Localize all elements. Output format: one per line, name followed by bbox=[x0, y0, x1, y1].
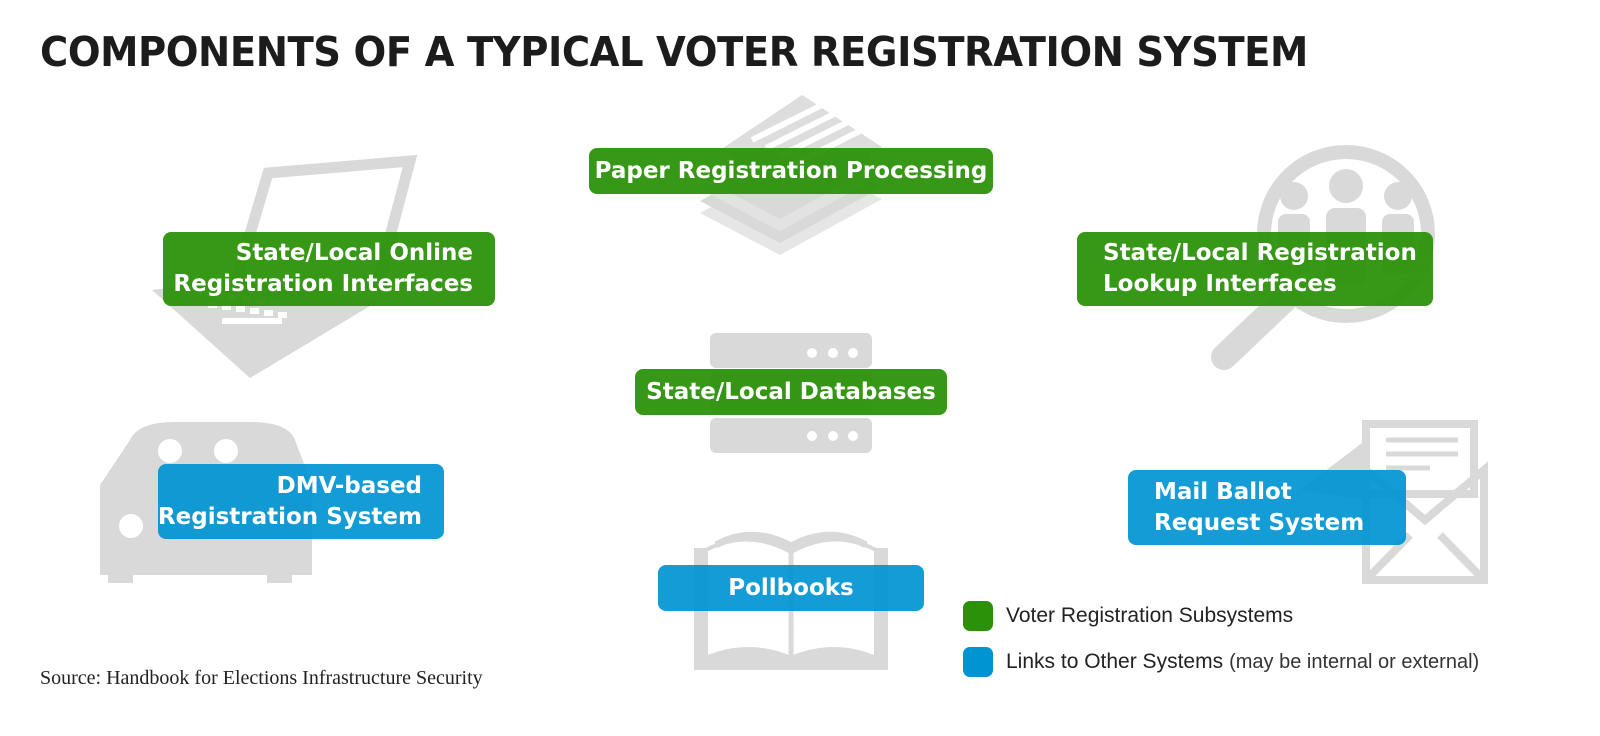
page-title: COMPONENTS OF A TYPICAL VOTER REGISTRATI… bbox=[40, 28, 1308, 76]
online-registration-box: State/Local Online Registration Interfac… bbox=[163, 232, 495, 306]
legend-subsystems: Voter Registration Subsystems bbox=[963, 601, 1293, 631]
lookup-interfaces-line2: Lookup Interfaces bbox=[1103, 271, 1337, 297]
mail-ballot-box: Mail Ballot Request System bbox=[1128, 470, 1406, 545]
databases-label: State/Local Databases bbox=[646, 378, 936, 405]
online-registration-line2: Registration Interfaces bbox=[173, 271, 473, 297]
legend-links-note: (may be internal or external) bbox=[1229, 650, 1480, 673]
legend-subsystems-label: Voter Registration Subsystems bbox=[1006, 604, 1294, 627]
lookup-interfaces-box: State/Local Registration Lookup Interfac… bbox=[1077, 232, 1433, 306]
mail-ballot-line1: Mail Ballot bbox=[1154, 478, 1292, 505]
legend-blue-swatch bbox=[963, 647, 993, 677]
paper-registration-label: Paper Registration Processing bbox=[594, 157, 988, 184]
dmv-registration-box: DMV-based Registration System bbox=[158, 464, 444, 539]
pollbooks-label: Pollbooks bbox=[728, 574, 854, 601]
lookup-interfaces-line1: State/Local Registration bbox=[1103, 240, 1417, 266]
legend-green-swatch bbox=[963, 601, 993, 631]
paper-registration-box: Paper Registration Processing bbox=[589, 148, 993, 194]
source-caption: Source: Handbook for Elections Infrastru… bbox=[40, 667, 483, 689]
online-registration-line1: State/Local Online bbox=[235, 240, 473, 266]
dmv-registration-line1: DMV-based bbox=[276, 472, 422, 499]
dmv-registration-line2: Registration System bbox=[157, 503, 422, 530]
legend-links: Links to Other Systems (may be internal … bbox=[963, 647, 1479, 677]
legend-links-label: Links to Other Systems bbox=[1006, 650, 1224, 673]
pollbooks-box: Pollbooks bbox=[658, 565, 924, 611]
mail-ballot-line2: Request System bbox=[1154, 509, 1365, 536]
databases-box: State/Local Databases bbox=[635, 369, 947, 415]
